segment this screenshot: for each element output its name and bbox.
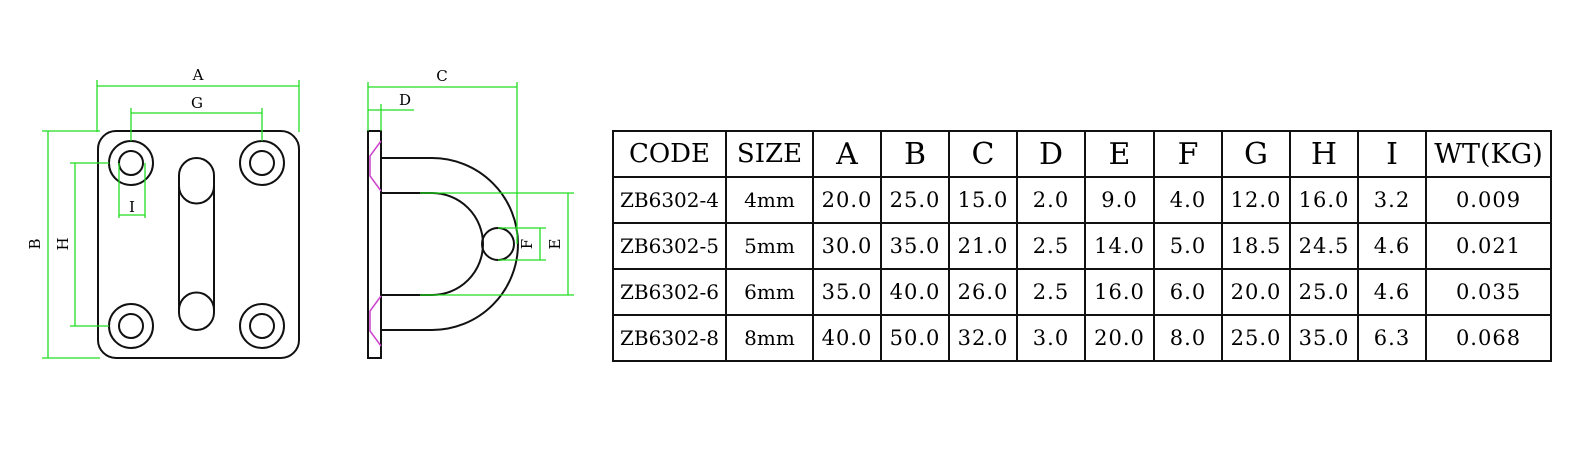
cell-weight: 0.009: [1425, 176, 1552, 224]
cell-e: 9.0: [1084, 176, 1155, 224]
dim-label-d: D: [399, 91, 411, 109]
front-dimensions: [42, 80, 300, 359]
loop-end-circle: [481, 227, 515, 261]
cell-b: 25.0: [880, 176, 950, 224]
mounting-hole-bottom-left: [108, 303, 154, 349]
cell-i: 3.2: [1357, 176, 1427, 224]
front-dimension-labels: A G B H I: [26, 66, 204, 251]
loop-bar: [178, 157, 215, 331]
cell-b: 35.0: [880, 222, 950, 270]
technical-drawing: A G B H I C D F E: [26, 66, 574, 359]
cell-h: 25.0: [1289, 268, 1359, 316]
header-i: I: [1357, 130, 1427, 178]
cell-a: 30.0: [812, 222, 882, 270]
cell-h: 16.0: [1289, 176, 1359, 224]
header-weight: WT(KG): [1425, 130, 1552, 178]
header-c: C: [948, 130, 1018, 178]
header-d: D: [1016, 130, 1086, 178]
cell-d: 2.0: [1016, 176, 1086, 224]
spec-table: CODE SIZE A B C D E F G H I WT(KG) ZB630…: [612, 130, 1552, 362]
dim-label-g: G: [191, 94, 203, 112]
cell-size: 5mm: [725, 222, 814, 270]
cell-g: 25.0: [1221, 314, 1291, 362]
cell-c: 21.0: [948, 222, 1018, 270]
rivet-heads: [369, 140, 382, 347]
cell-size: 6mm: [725, 268, 814, 316]
cell-d: 2.5: [1016, 268, 1086, 316]
dim-label-c: C: [436, 67, 447, 85]
cell-g: 20.0: [1221, 268, 1291, 316]
side-dimensions: [367, 82, 574, 296]
header-size: SIZE: [725, 130, 814, 178]
header-e: E: [1084, 130, 1155, 178]
cell-size: 4mm: [725, 176, 814, 224]
cell-size: 8mm: [725, 314, 814, 362]
side-view: [367, 130, 519, 359]
table-row: ZB6302-6 6mm 35.0 40.0 26.0 2.5 16.0 6.0…: [612, 268, 1552, 316]
dim-label-a: A: [192, 66, 204, 84]
dim-label-b: B: [26, 238, 44, 249]
mounting-hole-top-right: [239, 140, 285, 186]
cell-weight: 0.035: [1425, 268, 1552, 316]
cell-d: 2.5: [1016, 222, 1086, 270]
cell-code: ZB6302-8: [612, 314, 727, 362]
header-h: H: [1289, 130, 1359, 178]
dim-label-i: I: [129, 198, 135, 216]
table-row: ZB6302-5 5mm 30.0 35.0 21.0 2.5 14.0 5.0…: [612, 222, 1552, 270]
header-b: B: [880, 130, 950, 178]
cell-f: 8.0: [1153, 314, 1223, 362]
cell-i: 4.6: [1357, 222, 1427, 270]
dim-label-h: H: [54, 237, 72, 250]
cell-weight: 0.068: [1425, 314, 1552, 362]
cell-code: ZB6302-5: [612, 222, 727, 270]
cell-code: ZB6302-6: [612, 268, 727, 316]
cell-h: 24.5: [1289, 222, 1359, 270]
cell-b: 50.0: [880, 314, 950, 362]
header-code: CODE: [612, 130, 727, 178]
side-dimension-labels: C D F E: [399, 67, 564, 249]
cell-i: 6.3: [1357, 314, 1427, 362]
cell-e: 16.0: [1084, 268, 1155, 316]
cell-a: 40.0: [812, 314, 882, 362]
cell-b: 40.0: [880, 268, 950, 316]
cell-g: 12.0: [1221, 176, 1291, 224]
mounting-hole-bottom-right: [239, 303, 285, 349]
cell-c: 32.0: [948, 314, 1018, 362]
table-row: ZB6302-8 8mm 40.0 50.0 32.0 3.0 20.0 8.0…: [612, 314, 1552, 362]
cell-h: 35.0: [1289, 314, 1359, 362]
table-header-row: CODE SIZE A B C D E F G H I WT(KG): [612, 130, 1552, 178]
header-g: G: [1221, 130, 1291, 178]
cell-d: 3.0: [1016, 314, 1086, 362]
cell-f: 4.0: [1153, 176, 1223, 224]
base-plate-outline: [97, 130, 300, 359]
loop-profile-inner: [381, 192, 484, 296]
mounting-hole-top-left: [108, 140, 154, 186]
cell-a: 20.0: [812, 176, 882, 224]
cell-c: 26.0: [948, 268, 1018, 316]
cell-e: 20.0: [1084, 314, 1155, 362]
dim-label-e: E: [546, 239, 564, 250]
plate-profile: [367, 130, 382, 359]
cell-f: 6.0: [1153, 268, 1223, 316]
cell-a: 35.0: [812, 268, 882, 316]
cell-code: ZB6302-4: [612, 176, 727, 224]
cell-i: 4.6: [1357, 268, 1427, 316]
dim-label-f: F: [518, 239, 536, 249]
front-view: [97, 130, 300, 359]
cell-e: 14.0: [1084, 222, 1155, 270]
cell-weight: 0.021: [1425, 222, 1552, 270]
cell-f: 5.0: [1153, 222, 1223, 270]
header-a: A: [812, 130, 882, 178]
cell-c: 15.0: [948, 176, 1018, 224]
loop-profile-outer: [381, 157, 519, 331]
cell-g: 18.5: [1221, 222, 1291, 270]
table-row: ZB6302-4 4mm 20.0 25.0 15.0 2.0 9.0 4.0 …: [612, 176, 1552, 224]
header-f: F: [1153, 130, 1223, 178]
